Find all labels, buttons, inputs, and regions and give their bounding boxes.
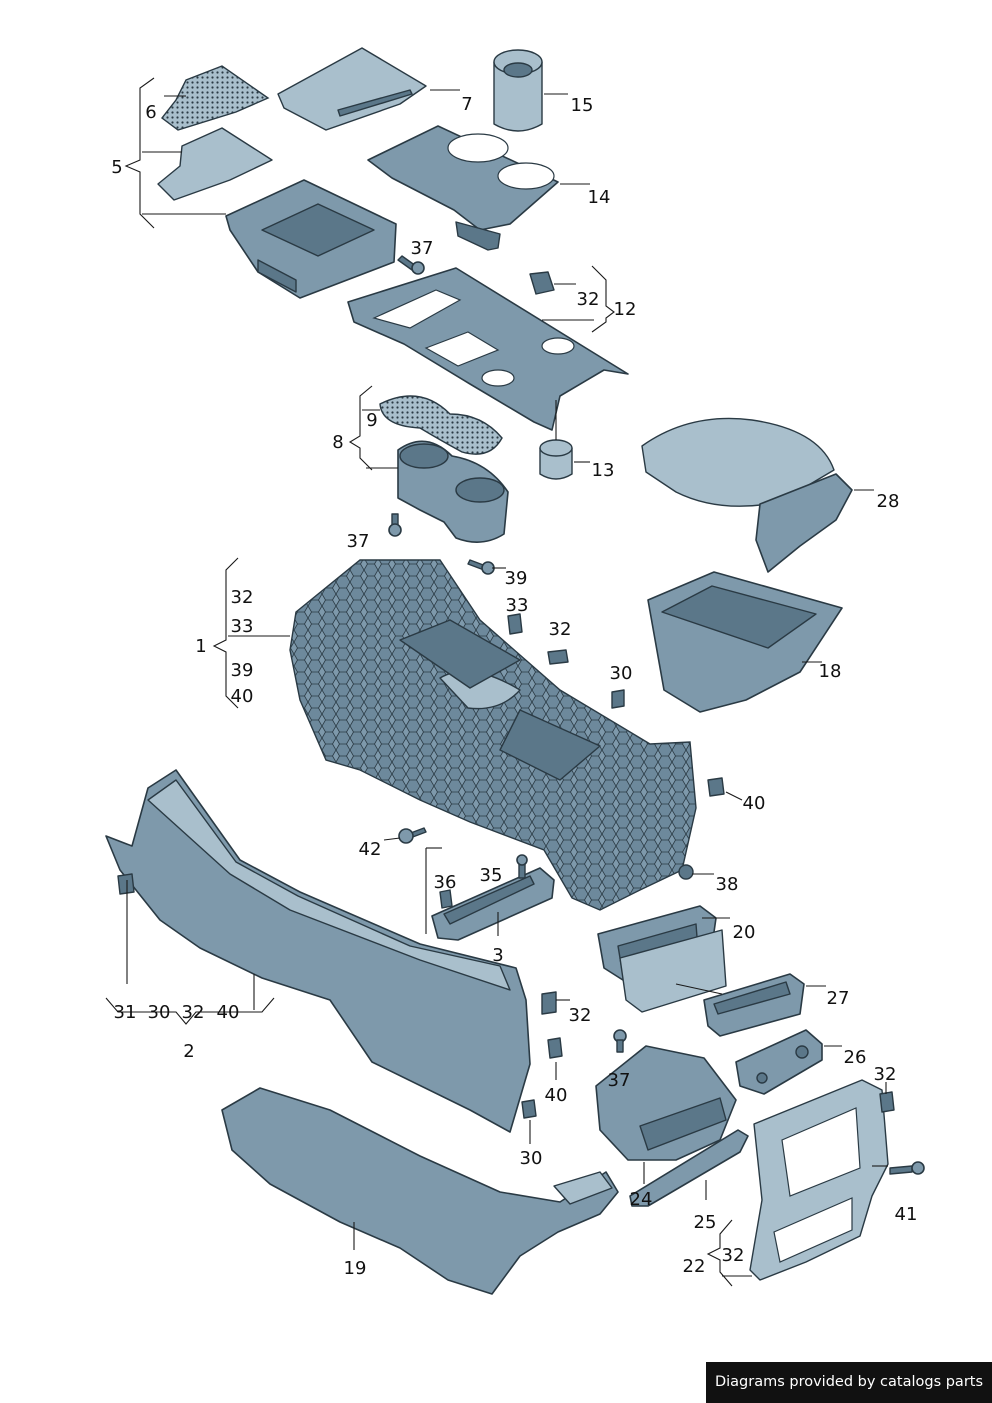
part-9-perforated-mat [379,395,503,455]
part-32-clip [529,271,555,295]
label-37: 37 [347,531,370,552]
label-13: 13 [592,460,615,481]
part-37-screw [388,513,402,537]
label-32: 32 [182,1002,205,1023]
part-32-clip [541,991,557,1015]
label-32: 32 [577,289,600,310]
label-40: 40 [217,1002,240,1023]
label-3: 3 [492,945,503,966]
part-5-mat [157,127,273,201]
part-40-clip [707,777,725,797]
label-7: 7 [461,94,472,115]
label-5: 5 [111,157,122,178]
part-labels: 6 5 7 15 14 37 32 12 9 8 13 28 37 39 32 … [111,94,917,1279]
part-28-armrest [641,417,853,573]
label-18: 18 [819,661,842,682]
label-33: 33 [231,616,254,637]
label-8: 8 [332,432,343,453]
credit-banner: Diagrams provided by catalogs parts [706,1362,992,1403]
part-36-clip [439,889,453,909]
label-14: 14 [588,187,611,208]
label-32: 32 [549,619,572,640]
part-32-clip [547,649,569,665]
label-32: 32 [874,1064,897,1085]
label-22: 22 [683,1256,706,1277]
part-26-usb-unit [735,1029,823,1095]
part-25-trim-strip [629,1129,749,1207]
part-5-storage-tray [225,179,397,299]
label-39: 39 [505,568,528,589]
part-14-trim-cover [367,125,559,251]
label-28: 28 [877,491,900,512]
label-41: 41 [895,1204,918,1225]
label-31: 31 [114,1002,137,1023]
part-2-side-panel [105,769,531,1133]
label-36: 36 [434,872,457,893]
label-26: 26 [844,1047,867,1068]
label-32: 32 [231,587,254,608]
part-19-air-duct [221,1087,619,1295]
part-40-clip [547,1037,563,1059]
label-32: 32 [722,1245,745,1266]
label-37: 37 [411,238,434,259]
label-1: 1 [195,636,206,657]
label-15: 15 [571,95,594,116]
part-32-clip [879,1091,895,1113]
label-42: 42 [359,839,382,860]
part-38-nut [678,864,694,880]
credit-text: Diagrams provided by catalogs parts [714,1374,984,1390]
part-37-screw [397,255,425,275]
part-3-bracket [431,867,555,941]
label-38: 38 [716,874,739,895]
label-32: 32 [569,1005,592,1026]
label-30: 30 [520,1148,543,1169]
part-22-trim-frame [749,1079,889,1281]
part-8-cup-holder [397,440,509,543]
part-13-cup [539,439,573,480]
label-35: 35 [480,865,503,886]
part-30-clip [611,689,625,709]
part-15-cup-insert [493,49,543,132]
label-2: 2 [183,1041,194,1062]
part-1-console-carrier [289,559,697,911]
part-42-screw [398,827,427,844]
part-39-screw [467,559,495,575]
part-20-air-vent [597,905,727,1013]
part-35-screw [516,854,528,879]
label-30: 30 [148,1002,171,1023]
label-39: 39 [231,660,254,681]
label-25: 25 [694,1212,717,1233]
part-33-clip [507,613,523,635]
part-27-tray [703,973,805,1037]
leader-lines [126,89,888,1277]
part-12-console-frame [347,267,629,431]
label-30: 30 [610,663,633,684]
label-6: 6 [145,102,156,123]
label-12: 12 [614,299,637,320]
label-24: 24 [630,1189,653,1210]
grouping-braces [105,77,733,1287]
label-40: 40 [743,793,766,814]
part-31-clip [117,873,135,895]
label-37: 37 [608,1070,631,1091]
part-41-screw [889,1161,925,1175]
label-27: 27 [827,988,850,1009]
part-37-screw [613,1029,627,1053]
label-40: 40 [231,686,254,707]
part-30-clip [521,1099,537,1119]
label-19: 19 [344,1258,367,1279]
part-6-perforated-mat [161,65,270,131]
label-20: 20 [733,922,756,943]
label-33: 33 [506,595,529,616]
part-18-storage-bin [647,571,843,713]
part-24-storage-housing [595,1045,737,1161]
part-7-storage-lid [277,47,427,131]
label-9: 9 [366,410,377,431]
label-40: 40 [545,1085,568,1106]
